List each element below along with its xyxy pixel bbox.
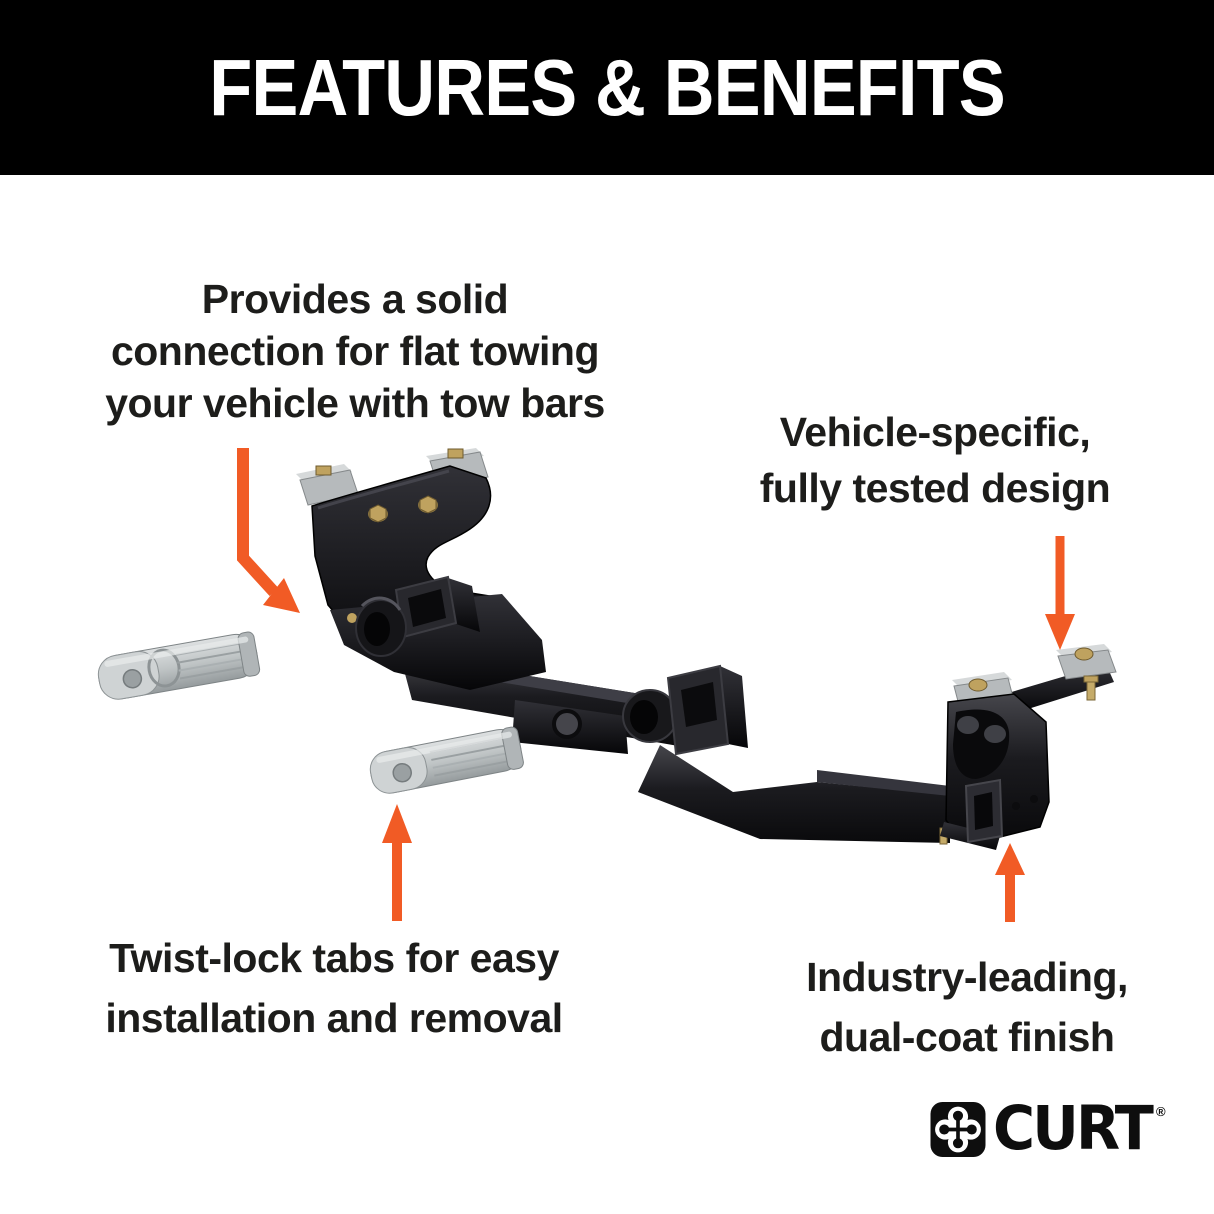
registered-mark: ® bbox=[1156, 1104, 1166, 1119]
callout-line: Industry-leading, bbox=[806, 954, 1128, 1000]
callout-vehicle-specific: Vehicle-specific, fully tested design bbox=[685, 404, 1185, 516]
twist-lock-tab-lower bbox=[369, 726, 524, 794]
left-mounting-bracket bbox=[296, 448, 546, 690]
arrow-up-right-icon bbox=[995, 843, 1025, 922]
right-mounting-bracket bbox=[940, 644, 1117, 850]
callout-twist-lock: Twist-lock tabs for easy installation an… bbox=[34, 928, 634, 1048]
callout-line: Vehicle-specific, bbox=[779, 409, 1091, 455]
header-banner: FEATURES & BENEFITS bbox=[0, 0, 1214, 175]
callout-line: Provides a solid bbox=[201, 276, 509, 322]
callout-line: connection for flat towing bbox=[110, 328, 600, 374]
curt-clover-icon bbox=[930, 1102, 986, 1157]
callout-line: dual-coat finish bbox=[819, 1014, 1115, 1060]
page-title: FEATURES & BENEFITS bbox=[209, 42, 1005, 132]
callout-dual-coat: Industry-leading, dual-coat finish bbox=[717, 947, 1214, 1067]
arrow-up-left-icon bbox=[382, 804, 412, 921]
callout-line: fully tested design bbox=[759, 465, 1111, 511]
center-receiver-tube bbox=[622, 664, 748, 756]
callout-line: installation and removal bbox=[105, 995, 563, 1041]
callout-flat-towing: Provides a solid connection for flat tow… bbox=[30, 273, 680, 429]
curt-logo: CURT ® bbox=[930, 1093, 1180, 1164]
curt-wordmark: CURT bbox=[993, 1093, 1154, 1164]
callout-line: Twist-lock tabs for easy bbox=[109, 935, 559, 981]
arrow-down-right-icon bbox=[237, 448, 300, 613]
arrow-down-icon bbox=[1045, 536, 1075, 650]
callout-line: your vehicle with tow bars bbox=[105, 380, 605, 426]
twist-lock-tab-upper bbox=[97, 631, 261, 700]
